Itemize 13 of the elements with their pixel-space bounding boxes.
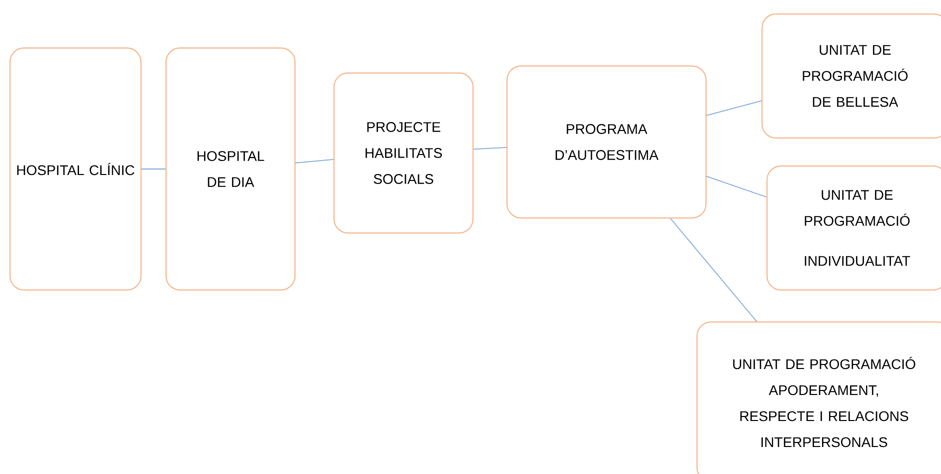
process-box: UNITAT DE PROGRAMACIÓ INDIVIDUALITAT	[766, 166, 941, 290]
process-box: PROJECTE HABILITATS SOCIALS	[334, 72, 474, 234]
connector-line	[295, 159, 334, 164]
process-box: UNITAT DE PROGRAMACIÓ DE BELLESA	[762, 14, 941, 138]
connector-line	[670, 218, 758, 322]
process-box: HOSPITAL CLÍNIC	[10, 48, 142, 290]
process-box: PROGRAMA D’AUTOESTIMA	[506, 66, 706, 218]
process-box: UNITAT DE PROGRAMACIÓ APODERAMENT, RESPECTE I RELACIONS INTERPERSONALS	[696, 322, 941, 474]
connector-line	[141, 168, 166, 170]
connector-line	[706, 100, 762, 116]
connector-line	[706, 176, 767, 198]
connector-line	[473, 146, 507, 150]
process-box: HOSPITAL DE DIA	[166, 48, 296, 290]
